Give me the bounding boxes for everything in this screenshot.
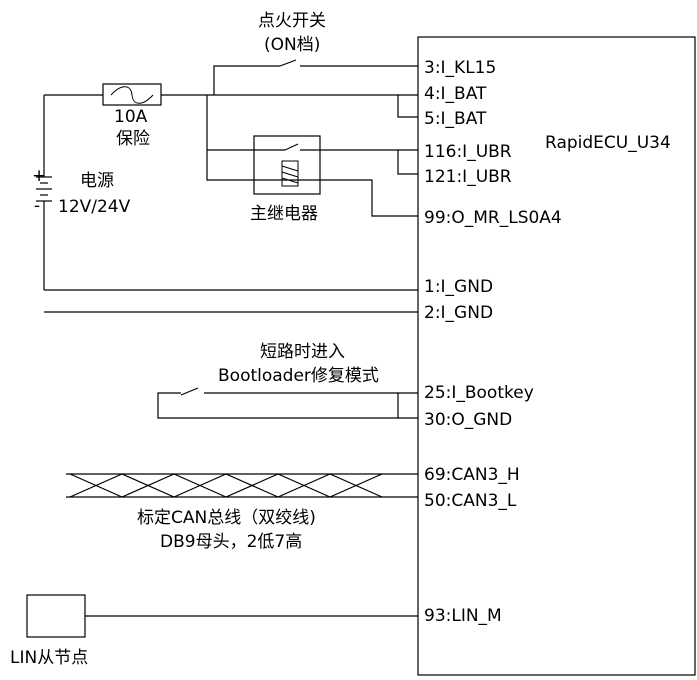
relay-label: 主继电器 [250, 204, 318, 224]
can-twisted-pair [66, 473, 418, 498]
lin-node-label: LIN从节点 [10, 648, 88, 668]
pin-o-gnd: 30:O_GND [424, 410, 512, 430]
pin-lin: 93:LIN_M [424, 606, 502, 626]
ground-wiring [44, 289, 418, 313]
ignition-switch-gear-label: (ON档) [264, 35, 320, 55]
fuse-label: 保险 [116, 129, 150, 149]
pin-gnd-2: 2:I_GND [424, 303, 493, 323]
boot-switch-symbol [157, 387, 418, 419]
fuse-rating: 10A [114, 107, 148, 127]
pin-kl15: 3:I_KL15 [424, 58, 496, 78]
power-voltage: 12V/24V [58, 197, 131, 217]
pin-bat-4: 4:I_BAT [424, 84, 487, 104]
fuse-symbol [102, 83, 162, 106]
pin-gnd-1: 1:I_GND [424, 277, 493, 297]
supply-wiring [44, 94, 418, 118]
ignition-switch-symbol [213, 59, 418, 95]
pin-bootkey: 25:I_Bootkey [424, 383, 534, 403]
pin-ubr-121: 121:I_UBR [424, 167, 512, 187]
can-connector-label: DB9母头，2低7高 [160, 532, 302, 552]
ignition-switch-label: 点火开关 [258, 11, 326, 31]
relay-symbol [253, 135, 321, 195]
boot-mode-label: Bootloader修复模式 [218, 366, 379, 386]
pin-bat-5: 5:I_BAT [424, 109, 487, 129]
relay-wiring [206, 95, 418, 217]
pin-can-h: 69:CAN3_H [424, 465, 520, 485]
ecu-name: RapidECU_U34 [545, 133, 671, 153]
power-label: 电源 [80, 171, 114, 191]
battery-plus: + [32, 166, 46, 186]
pin-ubr-116: 116:I_UBR [424, 142, 512, 162]
can-label: 标定CAN总线（双绞线) [137, 508, 316, 528]
ecu-block [417, 36, 696, 676]
pin-mr: 99:O_MR_LS0A4 [424, 208, 562, 228]
battery-minus: - [34, 196, 40, 216]
pin-can-l: 50:CAN3_L [424, 491, 517, 511]
lin-node-box [26, 594, 86, 638]
battery-symbol [36, 95, 52, 290]
boot-label: 短路时进入 [260, 342, 345, 362]
